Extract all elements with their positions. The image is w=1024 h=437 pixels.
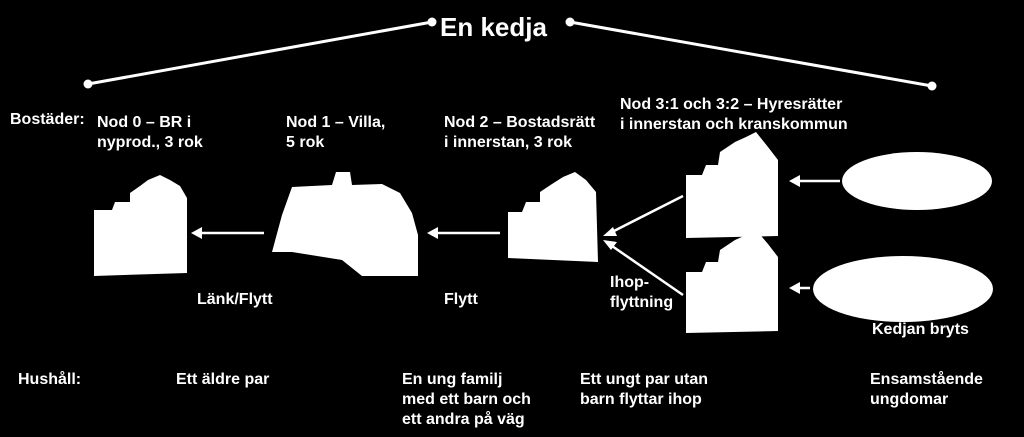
housing-row-label: Bostäder:: [10, 111, 85, 128]
title-dot-right: [927, 81, 937, 91]
arrow-node32-to-node2-head: [603, 240, 617, 250]
title-dot-right-end: [565, 17, 575, 27]
node-2-building-icon: [508, 172, 598, 262]
household-ellipse-bottom: [813, 256, 993, 322]
edge-label-move: Flytt: [444, 291, 478, 308]
arrow-node32-to-node2: [611, 244, 684, 297]
edge-label-link-move: Länk/Flytt: [197, 291, 273, 308]
node-0-building-icon: [94, 175, 187, 276]
node-0-household: Ett äldre par: [176, 371, 270, 388]
arrow-ellipse-to-node32-head: [789, 282, 800, 294]
arrow-node1-to-node0-head: [191, 227, 202, 239]
node-3-household: Ensamstående ungdomar: [870, 371, 983, 408]
node-3-2-building-icon: [686, 230, 778, 333]
edge-label-move-in-together: Ihop- flyttning: [610, 274, 674, 311]
node-1-villa-icon: [272, 172, 418, 276]
node-2-label: Nod 2 – Bostadsrätt i innerstan, 3 rok: [444, 114, 596, 151]
node-2-household: Ett ungt par utan barn flyttar ihop: [580, 371, 708, 408]
household-ellipse-top: [842, 152, 992, 210]
title-line-left: [87, 20, 433, 86]
node-3-label: Nod 3:1 och 3:2 – Hyresrätter i innersta…: [620, 96, 848, 133]
diagram-title: En kedja: [440, 12, 547, 42]
households-row-label: Hushåll:: [18, 371, 82, 388]
arrow-node2-to-node1-head: [427, 227, 438, 239]
node-1-label: Nod 1 – Villa, 5 rok: [286, 114, 386, 151]
title-line-right: [569, 20, 933, 88]
arrow-ellipse-to-node31-head: [789, 175, 800, 187]
node-1-household: En ung familj med ett barn och ett andra…: [402, 371, 531, 428]
title-dot-left: [83, 79, 93, 89]
title-dot-left-end: [427, 17, 437, 27]
arrow-node31-to-node2-head: [603, 227, 617, 236]
arrow-node31-to-node2: [611, 194, 684, 234]
node-3-1-building-icon: [686, 132, 778, 238]
edge-label-chain-breaks: Kedjan bryts: [872, 321, 969, 338]
node-0-label: Nod 0 – BR i nyprod., 3 rok: [97, 114, 203, 151]
